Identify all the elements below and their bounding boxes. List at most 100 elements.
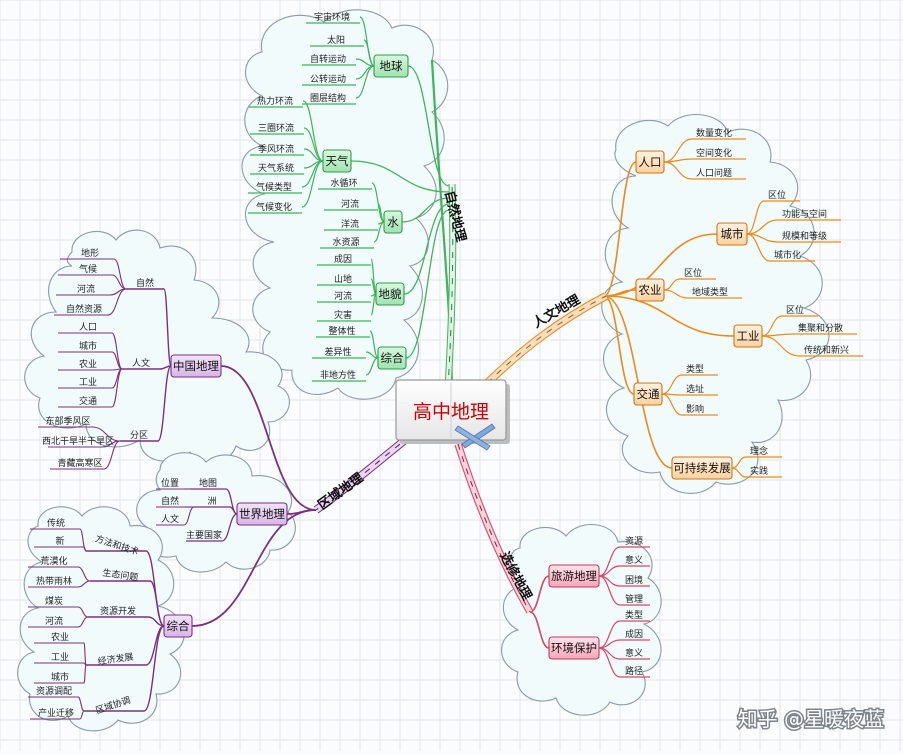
center-topic[interactable]: 高中地理 [395, 379, 510, 451]
natural-item-2-1: 河流 [341, 198, 359, 210]
topic-nodes: 宇宙环境太阳自转运动公转运动圈层结构地球热力环流三圈环流季风环流天气系统气候类型… [36, 11, 849, 719]
link-natural-item [373, 221, 385, 243]
node-regional-synthesis[interactable]: 综合 [163, 614, 193, 638]
china-group-1: 人文 [132, 357, 150, 369]
natural-item-4-0: 整体性 [328, 325, 355, 337]
link-human-item [663, 289, 689, 299]
human-item-0-0: 数量变化 [696, 127, 732, 139]
node-elective-0-box [548, 564, 600, 588]
china-group-0: 自然 [136, 277, 154, 289]
link-natural-1 [350, 160, 450, 193]
link-natural-item [365, 357, 379, 376]
link-human-3 [603, 295, 735, 337]
node-human-5-label: 可持续发展 [673, 461, 731, 475]
link-elective-1 [529, 611, 550, 649]
node-human-5[interactable]: 可持续发展 [671, 456, 733, 480]
node-natural-1[interactable]: 天气 [322, 149, 352, 173]
pencil-icon-2 [454, 425, 491, 451]
world-group-1: 洲 [207, 496, 216, 507]
node-natural-3[interactable]: 地貌 [375, 282, 405, 306]
main-trunks [313, 59, 609, 614]
link-elective-0 [529, 575, 550, 613]
link-human-0 [603, 161, 637, 297]
china-item-1-3: 工业 [79, 377, 97, 388]
node-human-2[interactable]: 农业 [635, 278, 665, 302]
node-regional-world[interactable]: 世界地理 [236, 502, 288, 526]
link-world-item [183, 506, 195, 526]
natural-item-1-0: 热力环流 [257, 95, 293, 107]
cloud-synthesis [17, 506, 185, 732]
link-china-item [103, 440, 121, 470]
node-regional-china-box [170, 354, 222, 378]
node-natural-0[interactable]: 地球 [373, 54, 409, 78]
elective-item-0-1: 意义 [625, 554, 643, 566]
natural-item-0-1: 太阳 [327, 34, 345, 46]
elective-item-1-0: 类型 [625, 609, 643, 621]
world-group-0: 地图 [199, 477, 217, 489]
cloud-elective [501, 523, 662, 716]
node-elective-1[interactable]: 环境保护 [548, 636, 600, 660]
link-natural-item [303, 127, 324, 162]
node-natural-3-box [375, 282, 405, 306]
node-natural-1-box [322, 149, 352, 173]
link-human-item [731, 467, 747, 478]
syn-item-1-1: 热带雨林 [36, 575, 72, 587]
syn-item-2-1: 河流 [45, 615, 63, 627]
link-human-4 [603, 295, 635, 395]
node-human-3-label: 工业 [737, 329, 760, 343]
node-natural-2[interactable]: 水 [383, 210, 403, 234]
node-natural-1-label: 天气 [326, 154, 349, 168]
link-syn-item [83, 546, 87, 552]
link-syn-item [77, 696, 85, 712]
china-item-1-1: 城市 [79, 340, 97, 352]
link-elective-item [598, 647, 621, 678]
trunk-human-edge [475, 292, 605, 390]
link-natural-item [369, 330, 379, 359]
human-item-4-2: 影响 [686, 403, 704, 415]
human-item-0-1: 空间变化 [696, 147, 732, 159]
natural-item-2-3: 水资源 [332, 236, 359, 248]
human-item-3-2: 传统和新兴 [804, 344, 849, 356]
cloud-china [24, 229, 290, 465]
node-human-1[interactable]: 城市 [716, 222, 748, 246]
node-human-4[interactable]: 交通 [633, 382, 663, 406]
node-human-0[interactable]: 人口 [635, 150, 665, 174]
syn-item-3-1: 工业 [51, 652, 69, 663]
node-elective-0[interactable]: 旅游地理 [548, 564, 600, 588]
link-natural-item [302, 100, 324, 162]
node-regional-synthesis-box [163, 614, 193, 638]
node-human-3[interactable]: 工业 [733, 324, 763, 348]
center-topic-title: 高中地理 [413, 401, 489, 423]
syn-item-0-0: 传统 [47, 517, 65, 529]
link-syn-group [147, 616, 165, 627]
link-human-item [746, 200, 765, 235]
natural-item-1-1: 三圈环流 [258, 122, 294, 134]
china-item-0-2: 河流 [77, 283, 95, 295]
natural-item-1-2: 季风环流 [258, 143, 294, 155]
link-china-group [163, 288, 172, 367]
link-syn-group [143, 625, 165, 712]
connector-lines [28, 16, 863, 720]
node-human-2-box [635, 278, 665, 302]
node-regional-world-box [236, 502, 288, 526]
link-natural-item [370, 293, 377, 316]
elective-item-1-1: 成因 [625, 628, 643, 640]
human-item-1-0: 区位 [768, 189, 786, 201]
natural-item-4-2: 非地方性 [320, 369, 356, 381]
node-natural-4[interactable]: 综合 [377, 346, 407, 370]
link-human-item [746, 233, 771, 262]
node-natural-0-box [373, 54, 409, 78]
node-regional-china-label: 中国地理 [173, 359, 219, 373]
link-china-item [107, 288, 127, 316]
china-item-2-2: 青藏高寒区 [57, 457, 102, 469]
link-natural-0 [407, 65, 450, 187]
node-regional-china[interactable]: 中国地理 [170, 354, 222, 378]
link-natural-item [355, 65, 375, 99]
link-human-item [746, 233, 779, 243]
link-china-item [91, 426, 121, 442]
natural-item-3-1: 山地 [334, 273, 352, 285]
link-syn-item [77, 616, 89, 628]
syn-item-2-0: 煤炭 [45, 595, 63, 607]
branch-label-regional: 区域地理 [315, 470, 366, 514]
syn-item-4-0: 资源调配 [36, 686, 72, 697]
